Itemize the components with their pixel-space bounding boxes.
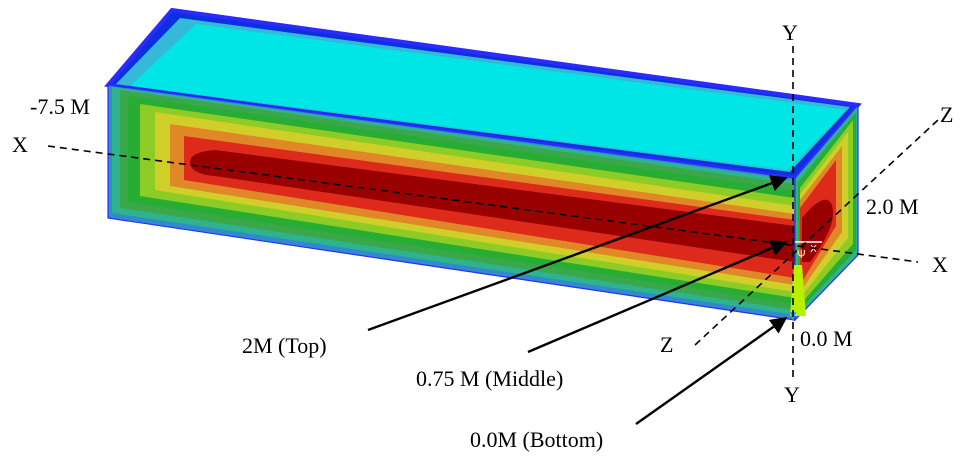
svg-text:X: X [810,244,817,255]
right-top-position-label: 2.0 M [866,194,919,219]
z-axis-bottom-label: Z [660,332,673,357]
middle-leader-arrow [527,240,788,354]
coordinate-axes [47,46,939,378]
boundary-markers: Ψ X [790,241,822,322]
top-leader-arrow [367,175,788,332]
bottom-leader-arrow [635,317,788,425]
y-axis-top-label: Y [782,20,798,45]
x-axis-right-label: X [932,252,948,277]
z-axis-top-label: Z [940,102,953,127]
right-bottom-position-label: 0.0 M [800,326,853,351]
left-end-position-label: -7.5 M [30,94,90,119]
top-face [104,7,862,181]
leader-arrows [367,175,788,425]
middle-annotation: 0.75 M (Middle) [416,366,563,391]
x-axis-line [47,145,919,263]
x-axis-left-label: X [12,132,28,157]
labels: Y Y X X Z Z -7.5 M 2.0 M 0.0 M 2M (Top) … [12,20,953,452]
bottom-annotation: 0.0M (Bottom) [470,427,603,452]
y-axis-bottom-label: Y [784,382,800,407]
end-face-contours [794,103,859,322]
top-annotation: 2M (Top) [242,333,327,358]
svg-text:Ψ: Ψ [797,248,806,261]
